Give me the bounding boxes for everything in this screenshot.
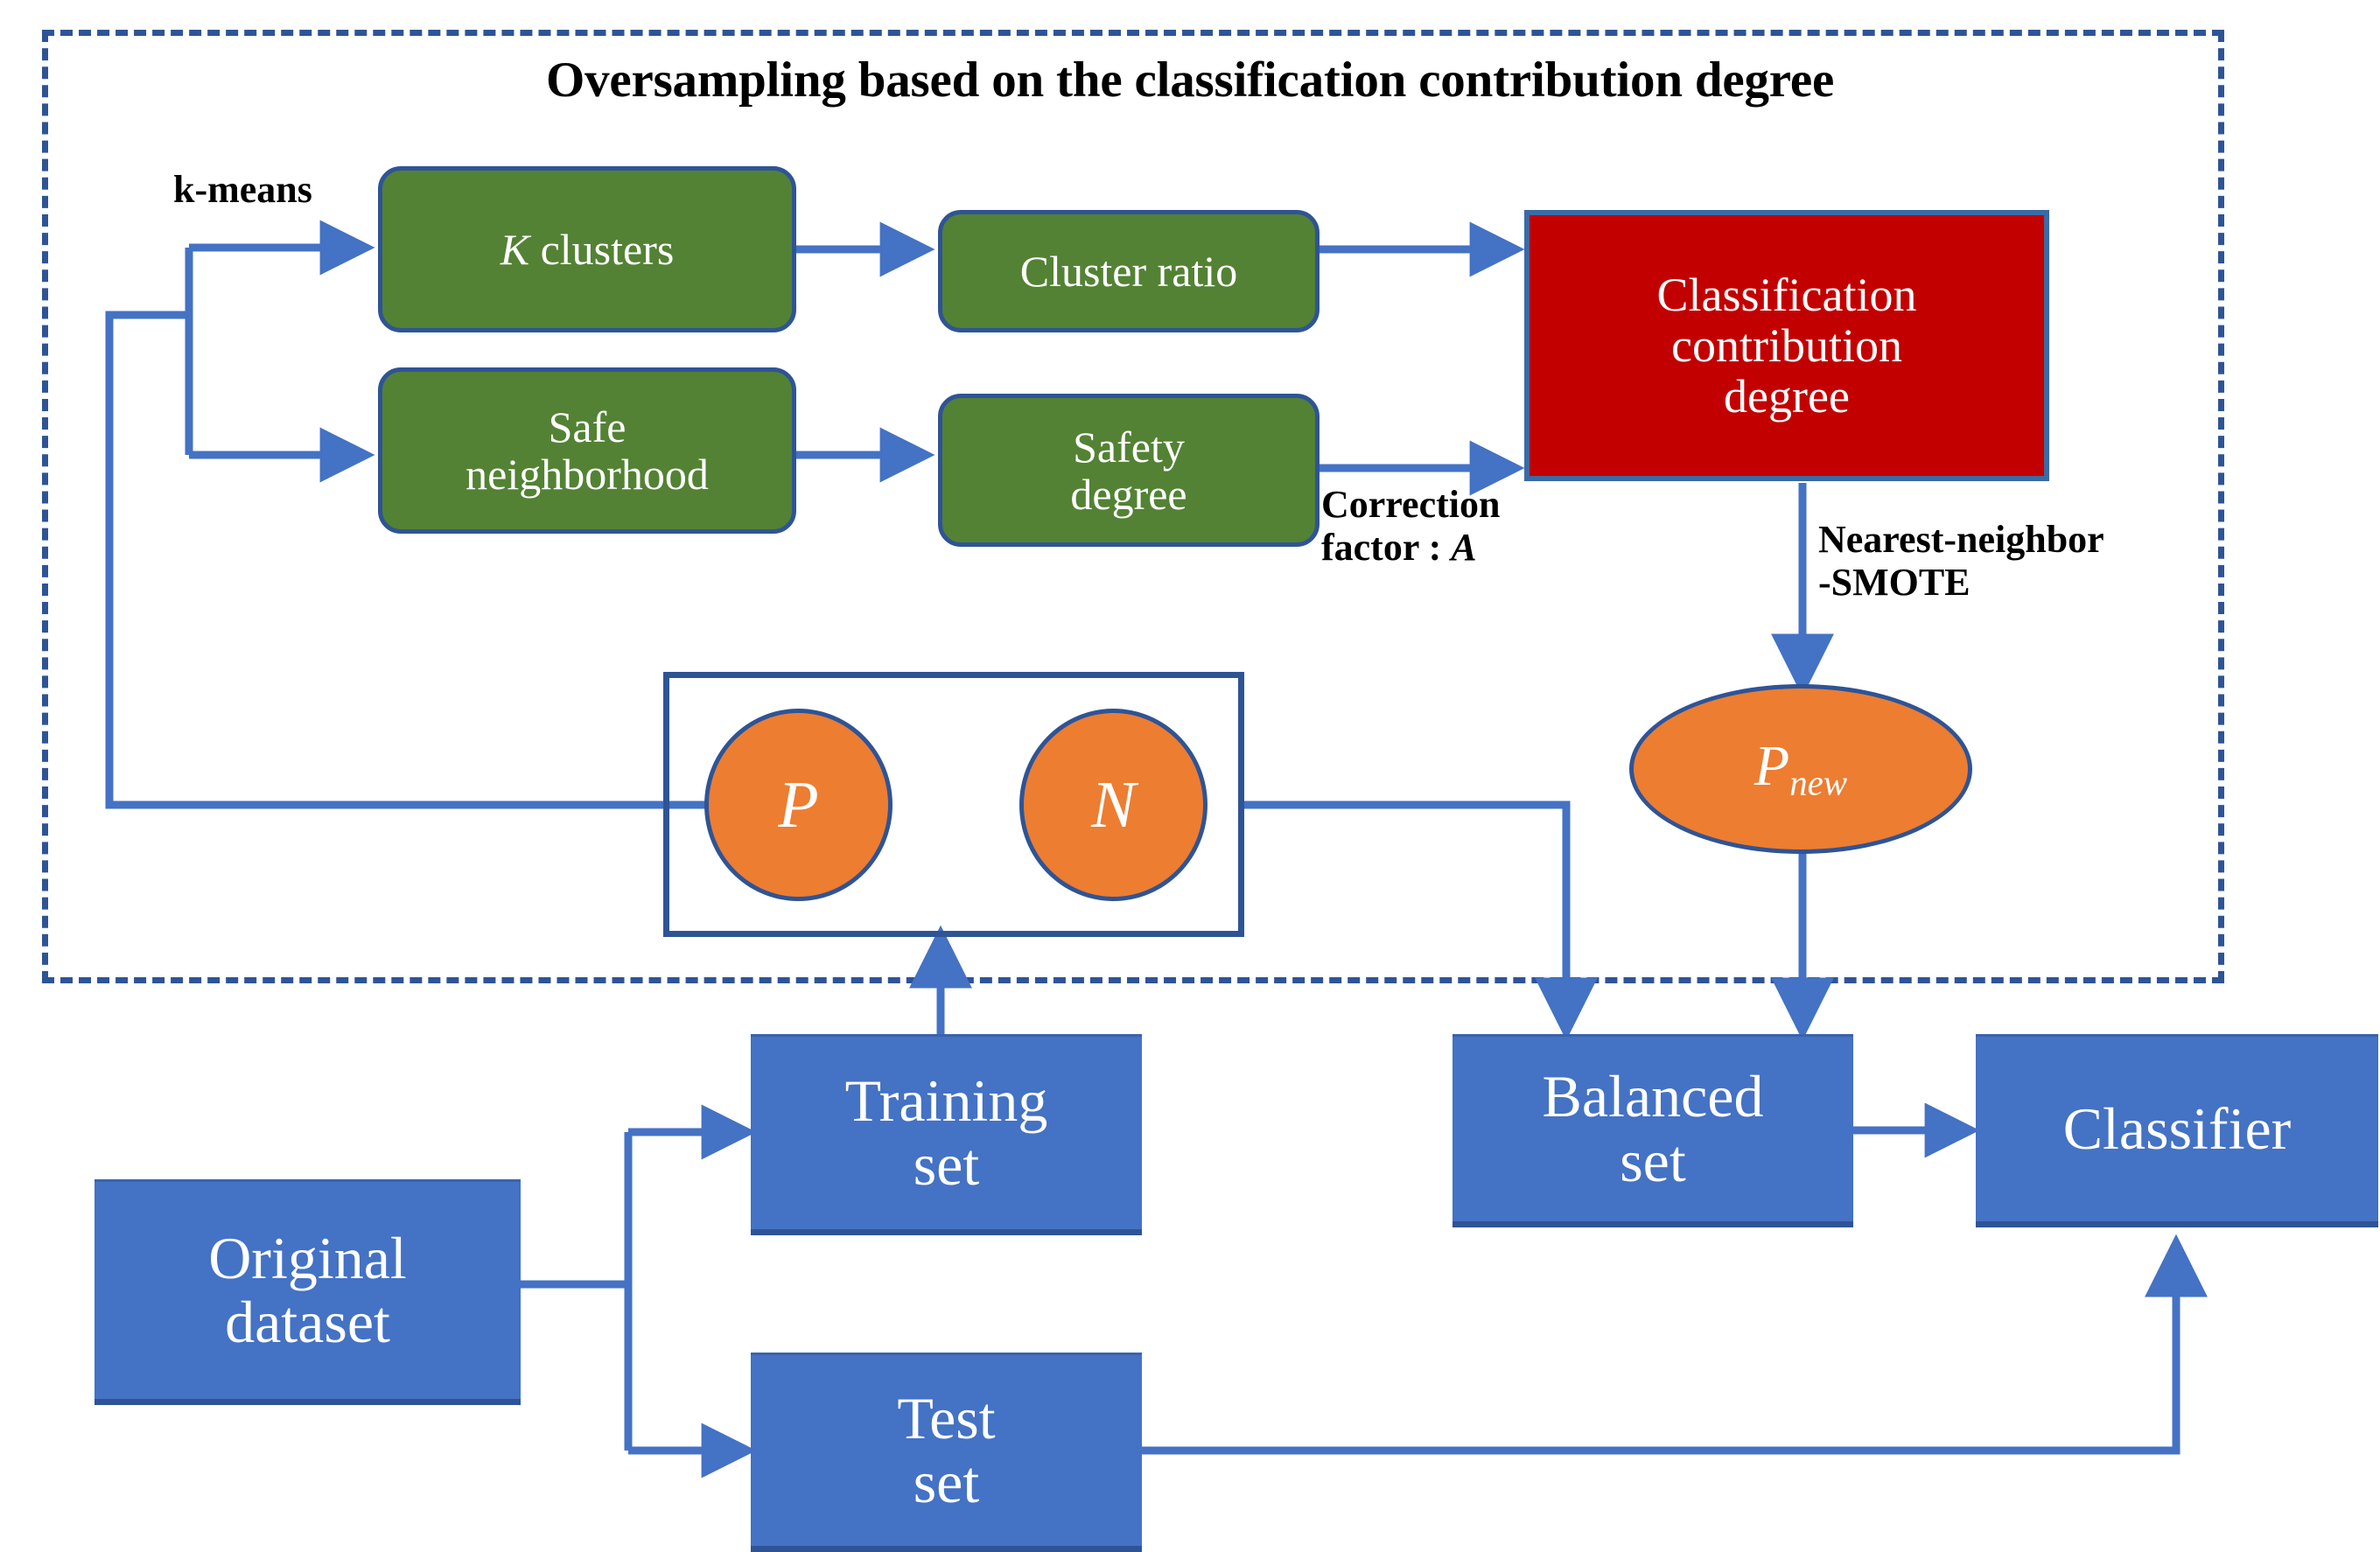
node-k-clusters-label: K clusters <box>500 226 675 273</box>
node-p-new-label: Pnew <box>1754 735 1847 803</box>
node-original-dataset[interactable]: Original dataset <box>94 1179 521 1405</box>
node-classifier[interactable]: Classifier <box>1976 1034 2378 1227</box>
node-safe-neighborhood-label: Safe neighborhood <box>466 402 709 499</box>
node-balanced-set-label: Balanced set <box>1542 1063 1764 1194</box>
label-correction-factor: Correction factor : A <box>1321 483 1500 570</box>
node-classifier-label: Classifier <box>2062 1094 2292 1162</box>
training-pn-container <box>663 672 1244 937</box>
node-p-new[interactable]: Pnew <box>1629 684 1972 854</box>
node-cluster-ratio-label: Cluster ratio <box>1019 247 1238 296</box>
correction-factor-symbol: A <box>1451 526 1477 570</box>
label-nearest-neighbor-smote: Nearest-neighbor -SMOTE <box>1818 518 2104 605</box>
p-new-subscript: new <box>1789 763 1848 803</box>
node-cluster-ratio[interactable]: Cluster ratio <box>938 210 1320 332</box>
node-test-set-label: Test set <box>897 1384 996 1515</box>
node-n-circle[interactable]: N <box>1019 709 1208 901</box>
node-training-set-label: Training set <box>844 1066 1048 1198</box>
arrow-n-balanced <box>1244 800 1598 1041</box>
correction-factor-text: Correction factor : <box>1321 483 1501 570</box>
k-clusters-rest: clusters <box>529 225 675 274</box>
node-n-label: N <box>1091 767 1136 842</box>
node-classification-contribution-degree[interactable]: Classification contribution degree <box>1524 210 2049 481</box>
node-k-clusters[interactable]: K clusters <box>378 166 796 332</box>
node-ccd-label: Classification contribution degree <box>1656 268 1917 423</box>
node-test-set[interactable]: Test set <box>751 1353 1142 1552</box>
wire-p-to-kmeans-trunk <box>105 311 709 809</box>
node-safety-degree[interactable]: Safety degree <box>938 394 1320 547</box>
k-symbol: K <box>500 225 530 274</box>
p-new-base: P <box>1754 734 1790 799</box>
node-p-label: P <box>778 767 819 842</box>
node-safe-neighborhood[interactable]: Safe neighborhood <box>378 367 796 534</box>
label-k-means: k-means <box>173 168 312 211</box>
oversampling-group-border <box>42 30 2224 983</box>
node-training-set[interactable]: Training set <box>751 1034 1142 1235</box>
page-title: Oversampling based on the classification… <box>545 52 1835 108</box>
node-original-dataset-label: Original dataset <box>208 1224 407 1355</box>
node-p-circle[interactable]: P <box>704 709 892 901</box>
arrow-test-classifier <box>1140 1234 2208 1455</box>
node-safety-degree-label: Safety degree <box>1070 422 1187 519</box>
node-balanced-set[interactable]: Balanced set <box>1452 1034 1853 1227</box>
